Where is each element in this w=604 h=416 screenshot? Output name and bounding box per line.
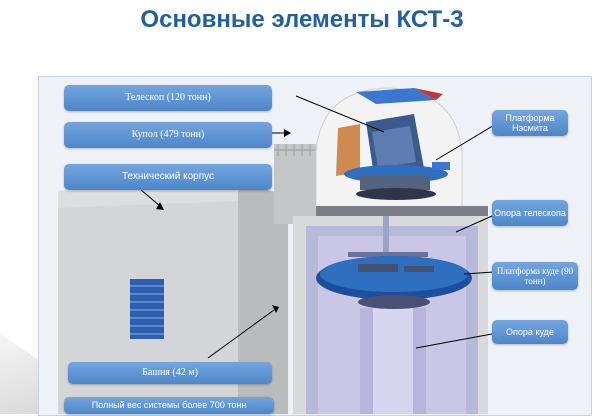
arrowhead-dome	[284, 129, 291, 137]
label-coude-support: Опора куде	[492, 320, 568, 344]
arrow-tower	[207, 309, 275, 359]
arrowhead-tower	[272, 305, 279, 313]
label-arrows	[133, 95, 497, 359]
arrow-heads	[156, 129, 291, 313]
label-tower: Башня (42 м)	[68, 362, 272, 384]
building-window	[130, 279, 164, 339]
label-dome: Купол (479 тонн)	[64, 122, 272, 148]
technical-building	[58, 181, 288, 414]
label-coude-platform: Платформа куде (90 тонн)	[492, 262, 578, 290]
arrow-telescope-leader	[295, 95, 385, 133]
label-telescope-support: Опора телескопа	[492, 200, 568, 226]
kst3-cutaway-illustration	[58, 87, 497, 414]
label-technical-building: Технический корпус	[64, 164, 272, 190]
label-nasmyth-platform: Платформа Нэсмита	[492, 110, 568, 136]
arrow-nasmyth	[435, 123, 497, 161]
coude-platform-disc	[316, 256, 472, 309]
slide-title: Основные элементы КСТ-3	[140, 6, 464, 33]
arrow-telescope-support	[455, 215, 493, 233]
label-telescope: Телескоп (120 тонн)	[64, 85, 272, 111]
tower	[274, 144, 488, 414]
arrowhead-tech-building	[156, 202, 164, 210]
arrow-coude-support	[415, 333, 493, 349]
telescope-support-pier	[348, 196, 428, 257]
label-total-weight: Полный вес системы более 700 тонн	[64, 397, 274, 414]
arrow-coude-platform	[463, 271, 495, 275]
telescope	[344, 114, 450, 200]
